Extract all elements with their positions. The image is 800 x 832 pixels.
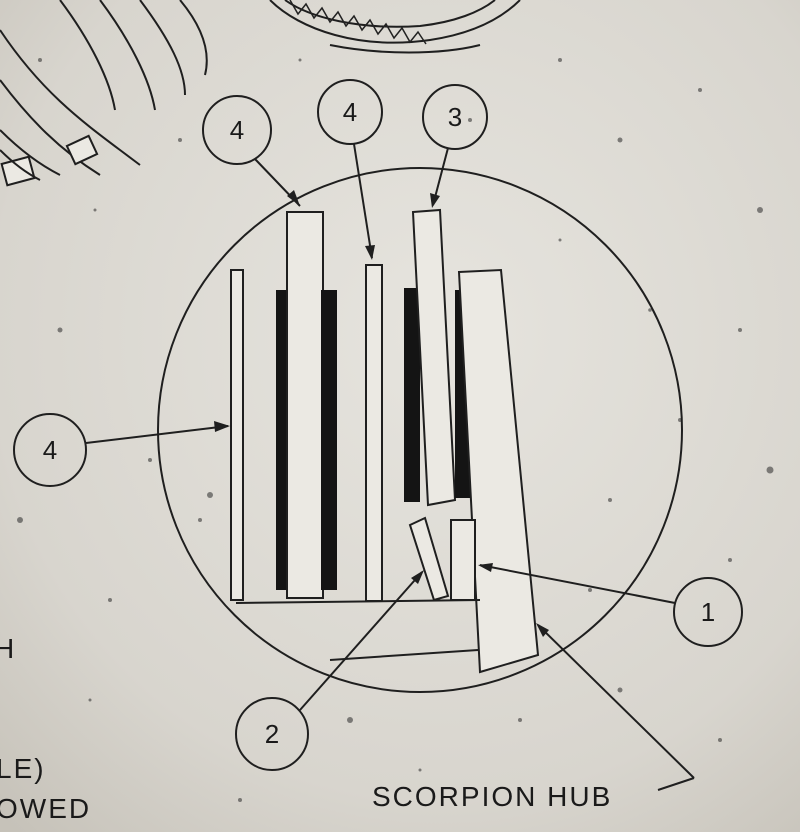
callout-left-number: 4 bbox=[43, 435, 57, 465]
edge-text-fragment-1: H bbox=[0, 633, 16, 664]
callout-top-left-number: 4 bbox=[230, 115, 244, 145]
clutch-pack bbox=[230, 208, 540, 674]
callout-left: 4 bbox=[13, 413, 230, 487]
friction-lining-left-b bbox=[321, 290, 337, 590]
gear-fragment-top bbox=[269, 0, 521, 54]
steel-plate-far-left bbox=[230, 269, 244, 601]
edge-text-fragment-2: LE) bbox=[0, 753, 46, 784]
callout-bottom-number: 2 bbox=[265, 719, 279, 749]
gear-fragment-top-left bbox=[0, 0, 208, 187]
callout-top-left: 4 bbox=[202, 95, 301, 207]
scorpion-hub-callout: SCORPION HUB bbox=[372, 623, 695, 812]
callout-right: 1 bbox=[478, 563, 743, 647]
steel-plate-middle bbox=[365, 264, 383, 602]
callout-top-right-number: 3 bbox=[448, 102, 462, 132]
pressure-plate bbox=[411, 208, 457, 507]
callout-right-number: 1 bbox=[701, 597, 715, 627]
spacer-block bbox=[450, 519, 476, 601]
friction-lining-right-a bbox=[404, 288, 420, 502]
paper-speckles bbox=[17, 58, 774, 802]
scorpion-hub-label: SCORPION HUB bbox=[372, 781, 612, 812]
callout-top-right: 3 bbox=[422, 84, 488, 208]
callout-bottom: 2 bbox=[235, 570, 424, 771]
callout-top-middle-number: 4 bbox=[343, 97, 357, 127]
callout-top-middle: 4 bbox=[317, 79, 383, 260]
snap-ring bbox=[408, 516, 450, 602]
housing-lower-line bbox=[329, 649, 479, 661]
edge-text-fragment-3: OWED bbox=[0, 793, 91, 824]
housing-floor bbox=[235, 599, 481, 604]
detail-circle bbox=[157, 167, 683, 693]
steel-plate-left bbox=[286, 211, 324, 599]
